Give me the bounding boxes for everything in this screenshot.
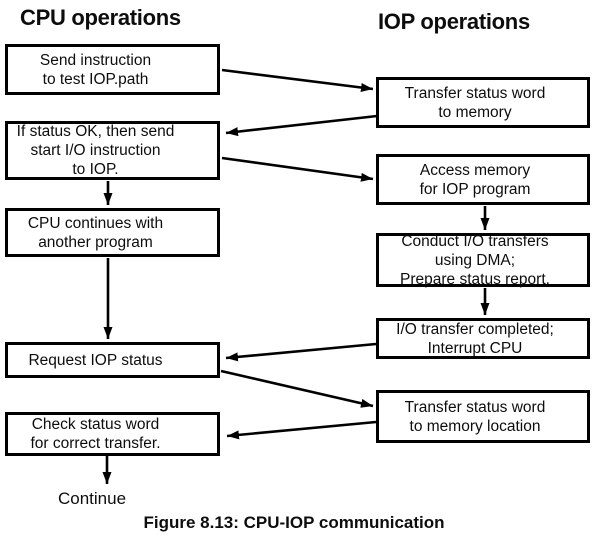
node-transfer-status-word-location: Transfer status word to memory location: [376, 390, 590, 443]
node-send-instruction: Send instruction to test IOP.path: [5, 44, 220, 95]
node-check-status-word: Check status word for correct transfer.: [5, 412, 220, 456]
arrow-iop4-to-cpu4: [225, 342, 377, 362]
node-conduct-io-transfers: Conduct I/O transfers using DMA; Prepare…: [376, 233, 590, 288]
node-transfer-status-word: Transfer status word to memory: [376, 77, 590, 128]
node-cpu-continues: CPU continues with another program: [5, 208, 220, 257]
node-if-status-ok: If status OK, then send start I/O instru…: [5, 121, 220, 180]
figure-caption: Figure 8.13: CPU-IOP communication: [143, 513, 445, 532]
arrow-cpu2-to-iop2: [221, 156, 374, 182]
node-io-transfer-completed: I/O transfer completed; Interrupt CPU: [376, 318, 590, 359]
iop-operations-heading: IOP operations: [378, 9, 530, 34]
node-request-iop-status: Request IOP status: [5, 342, 220, 378]
arrow-cpu4-to-iop5: [220, 369, 374, 408]
node-access-memory: Access memory for IOP program: [376, 154, 590, 205]
arrow-iop1-to-cpu2: [225, 114, 378, 137]
arrow-cpu1-to-iop1: [221, 68, 374, 92]
arrow-iop5-to-cpu5: [226, 420, 377, 440]
continue-label: Continue: [57, 489, 127, 508]
cpu-operations-heading: CPU operations: [20, 5, 181, 30]
